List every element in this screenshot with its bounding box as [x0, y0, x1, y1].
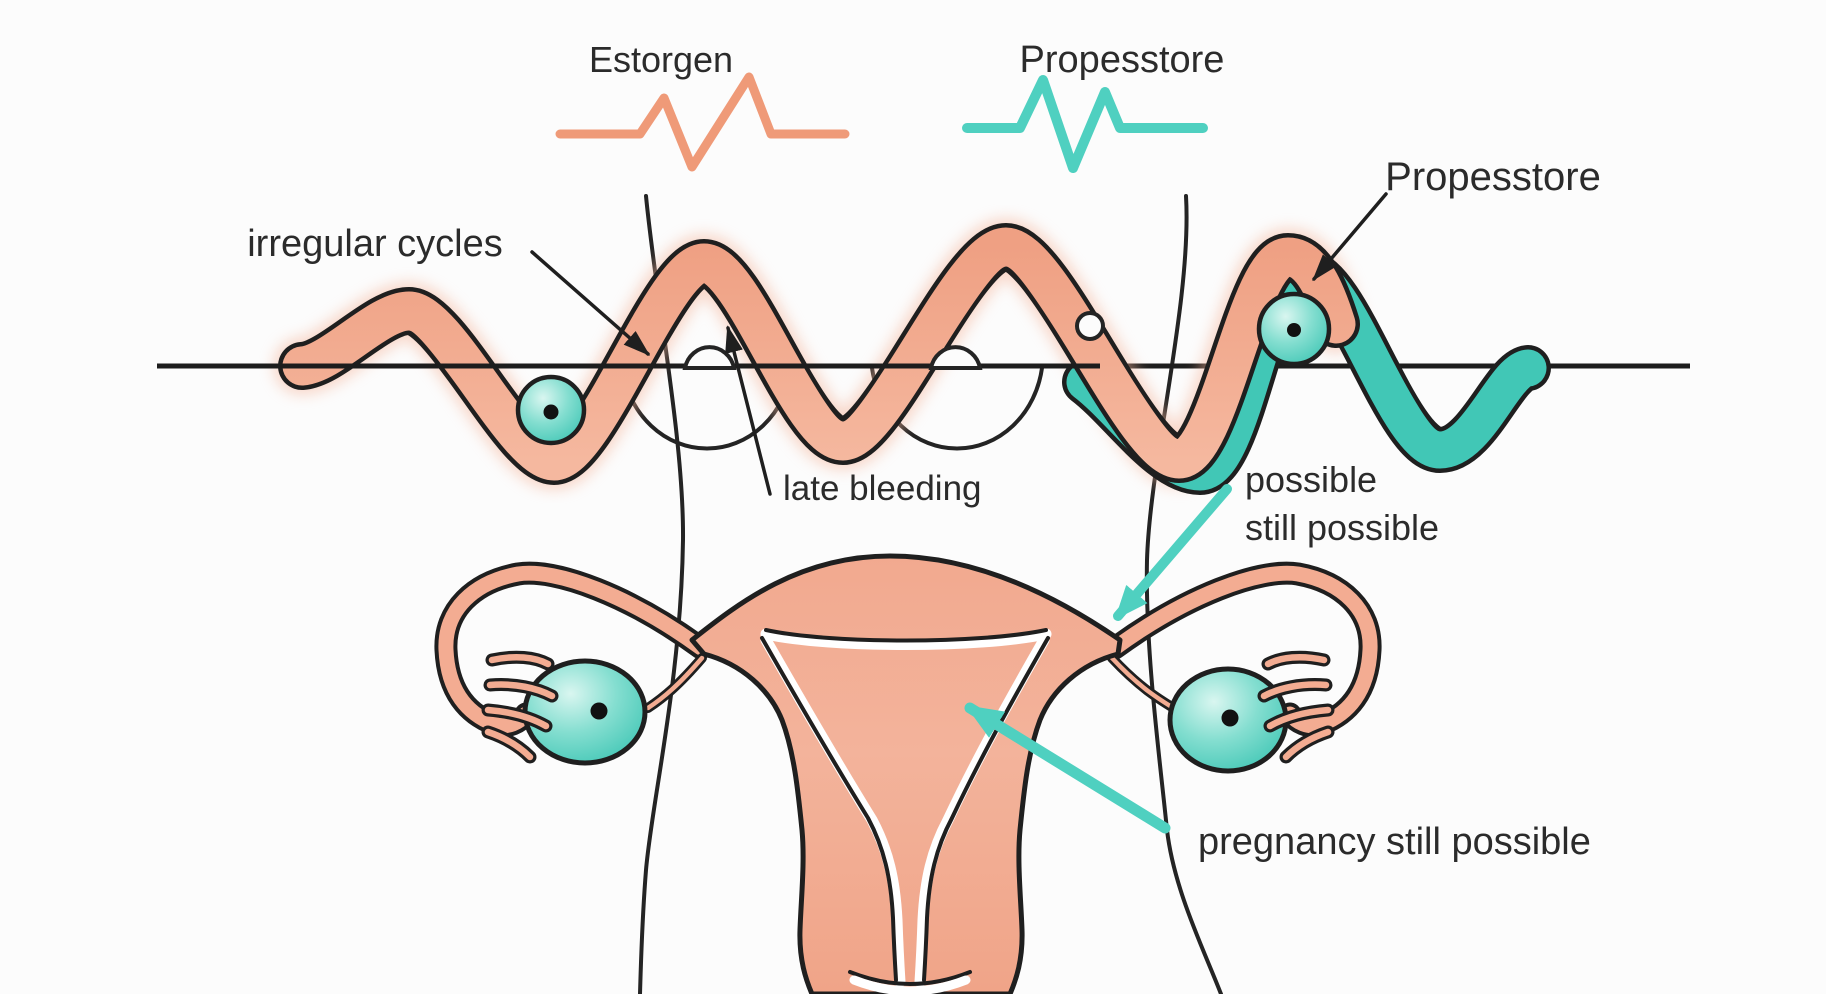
bump-left [682, 345, 737, 370]
estrogen-wave-icon [555, 72, 850, 172]
ovum-icon-peak [1256, 291, 1332, 367]
propesstore-peak-label: Propesstore [1385, 155, 1601, 199]
reproductive-anatomy [434, 553, 1382, 994]
ovum-markers [515, 291, 1332, 446]
estrogen-legend-label: Estorgen [589, 39, 733, 80]
uterine-cavity [760, 628, 1052, 994]
ovum-icon-trough [515, 374, 587, 446]
chest-bumps [682, 311, 1105, 370]
uterus [689, 553, 1123, 994]
progesterone-wave-icon [962, 75, 1208, 173]
teal-arrows [964, 484, 1232, 834]
bump-right [928, 345, 983, 370]
possible-label-line2: still possible [1245, 507, 1439, 548]
fimbriae-right [1257, 650, 1335, 764]
ovary-left [522, 658, 648, 766]
torso-line-right [1144, 194, 1223, 994]
fimbriae-left [481, 650, 559, 764]
ovary-right [1167, 666, 1289, 774]
pregnancy-arrow [964, 702, 1171, 834]
pregnancy-still-possible-label: pregnancy still possible [1198, 821, 1591, 863]
irregular-cycles-arrow [530, 250, 651, 356]
fallopian-tube-left [434, 561, 713, 738]
small-loop [1075, 311, 1105, 341]
irregular-cycles-label: irregular cycles [247, 223, 503, 265]
annotation-labels: irregular cycles Propesstore late bleedi… [247, 155, 1601, 863]
possible-label-line1: possible [1245, 459, 1377, 500]
black-arrows [530, 192, 1388, 496]
fallopian-tube-right [1103, 561, 1382, 738]
late-bleeding-arrow [725, 325, 772, 496]
estrogen-curve [278, 222, 1360, 486]
progesterone-legend-label: Propesstore [1020, 39, 1225, 81]
late-bleeding-label: late bleeding [783, 469, 982, 508]
possible-arrow [1113, 484, 1232, 621]
legend: Estorgen Propesstore [555, 39, 1225, 173]
propesstore-arrow [1312, 192, 1388, 282]
cervix-arc [848, 970, 972, 986]
